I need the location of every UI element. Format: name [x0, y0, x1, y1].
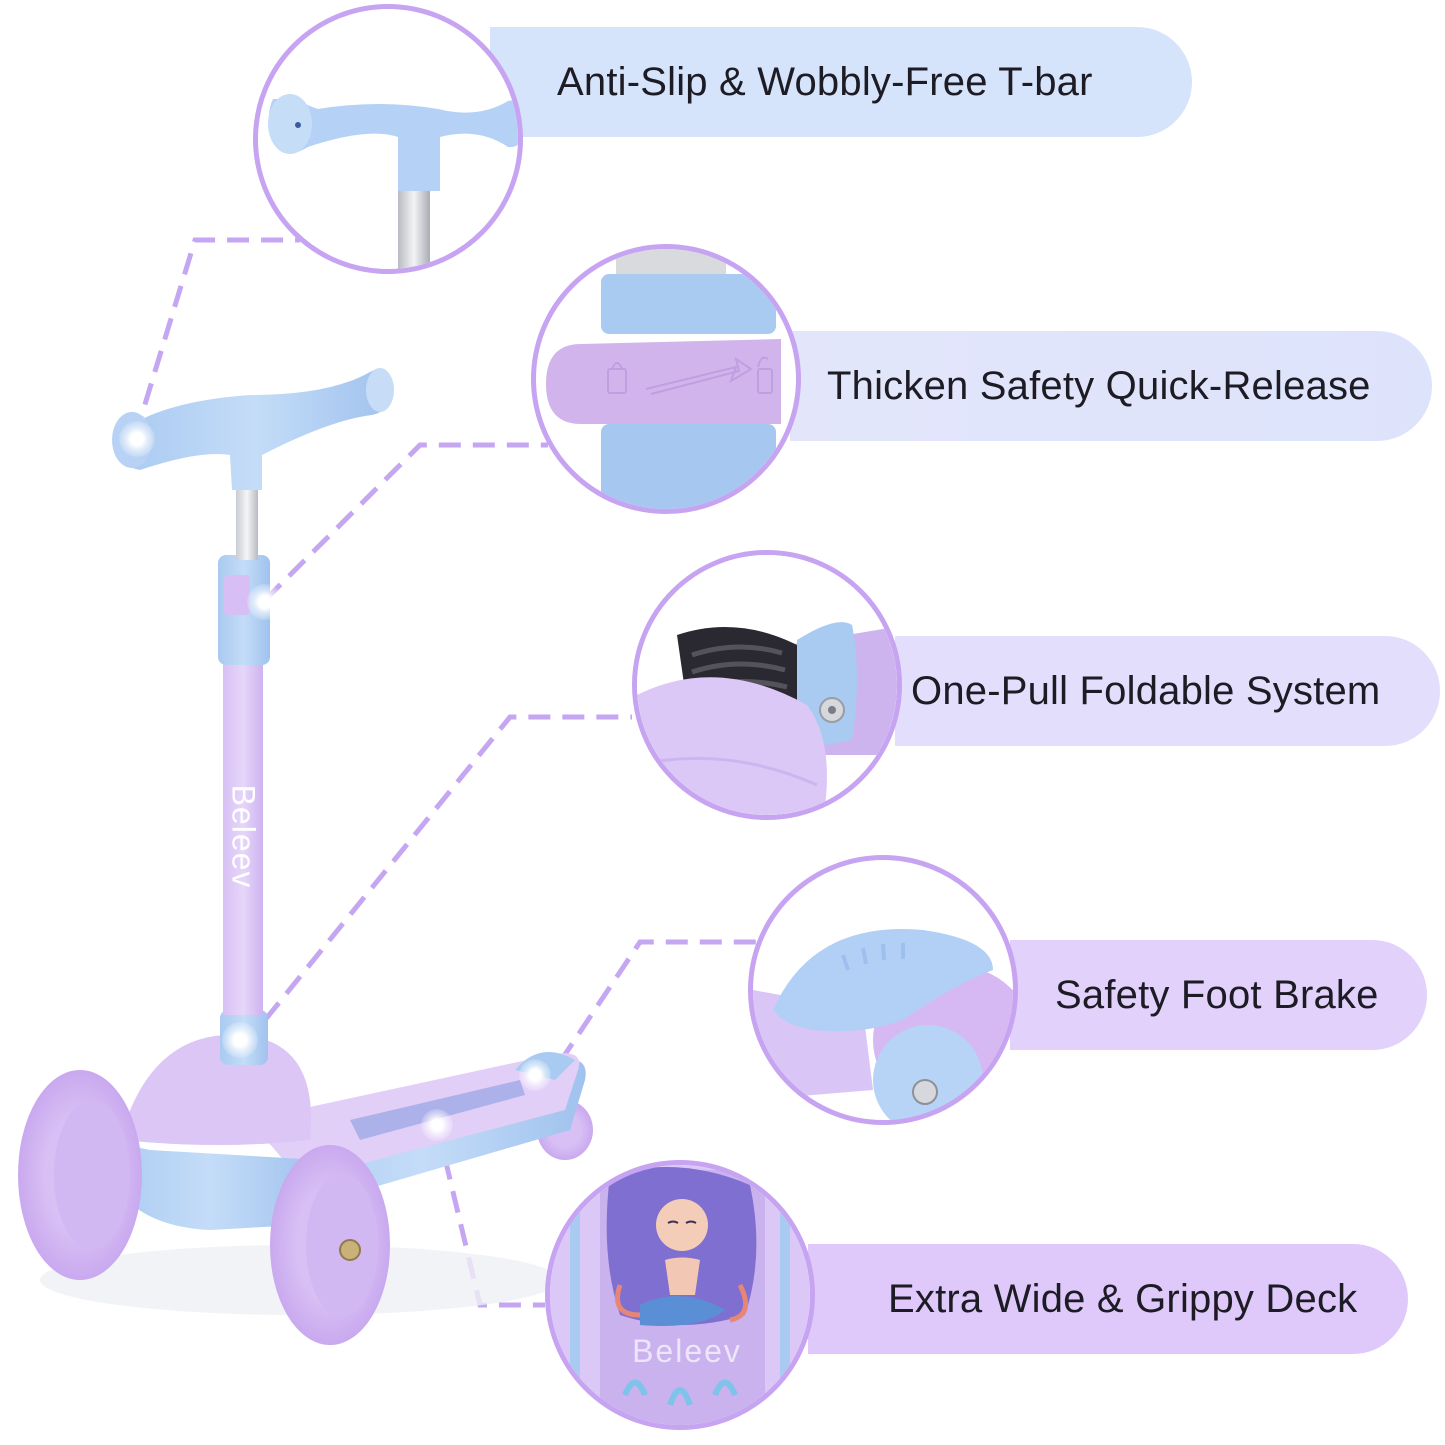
deck-brand-logo: Beleev — [632, 1333, 742, 1369]
brake-closeup-image — [753, 929, 1013, 1120]
quick-release-closeup-image — [546, 249, 781, 509]
callout-tbar-closeup — [253, 4, 523, 274]
feature-label-deck: Extra Wide & Grippy Deck — [888, 1276, 1358, 1321]
feature-label-quick-release: Thicken Safety Quick-Release — [827, 363, 1371, 408]
feature-pill-brake: Safety Foot Brake — [1010, 940, 1427, 1050]
feature-label-foldable: One-Pull Foldable System — [911, 668, 1381, 713]
foldable-closeup-image — [637, 555, 897, 815]
feature-pill-tbar: Anti-Slip & Wobbly-Free T-bar — [490, 27, 1192, 137]
callout-quick-release-closeup — [531, 244, 801, 514]
feature-pill-quick-release: Thicken Safety Quick-Release — [790, 331, 1432, 441]
stem-brand-logo: Beleev — [225, 784, 262, 889]
feature-label-brake: Safety Foot Brake — [1055, 972, 1379, 1017]
feature-pill-deck: Extra Wide & Grippy Deck — [808, 1244, 1408, 1354]
deck-closeup-image — [550, 1165, 810, 1425]
callout-brake-closeup — [748, 855, 1018, 1125]
feature-pill-foldable: One-Pull Foldable System — [895, 636, 1440, 746]
hotspot-dots — [119, 421, 551, 1141]
tbar-closeup-image — [268, 94, 518, 269]
callout-deck-closeup: Beleev — [545, 1160, 815, 1430]
callout-foldable-closeup — [632, 550, 902, 820]
feature-label-tbar: Anti-Slip & Wobbly-Free T-bar — [557, 59, 1093, 104]
